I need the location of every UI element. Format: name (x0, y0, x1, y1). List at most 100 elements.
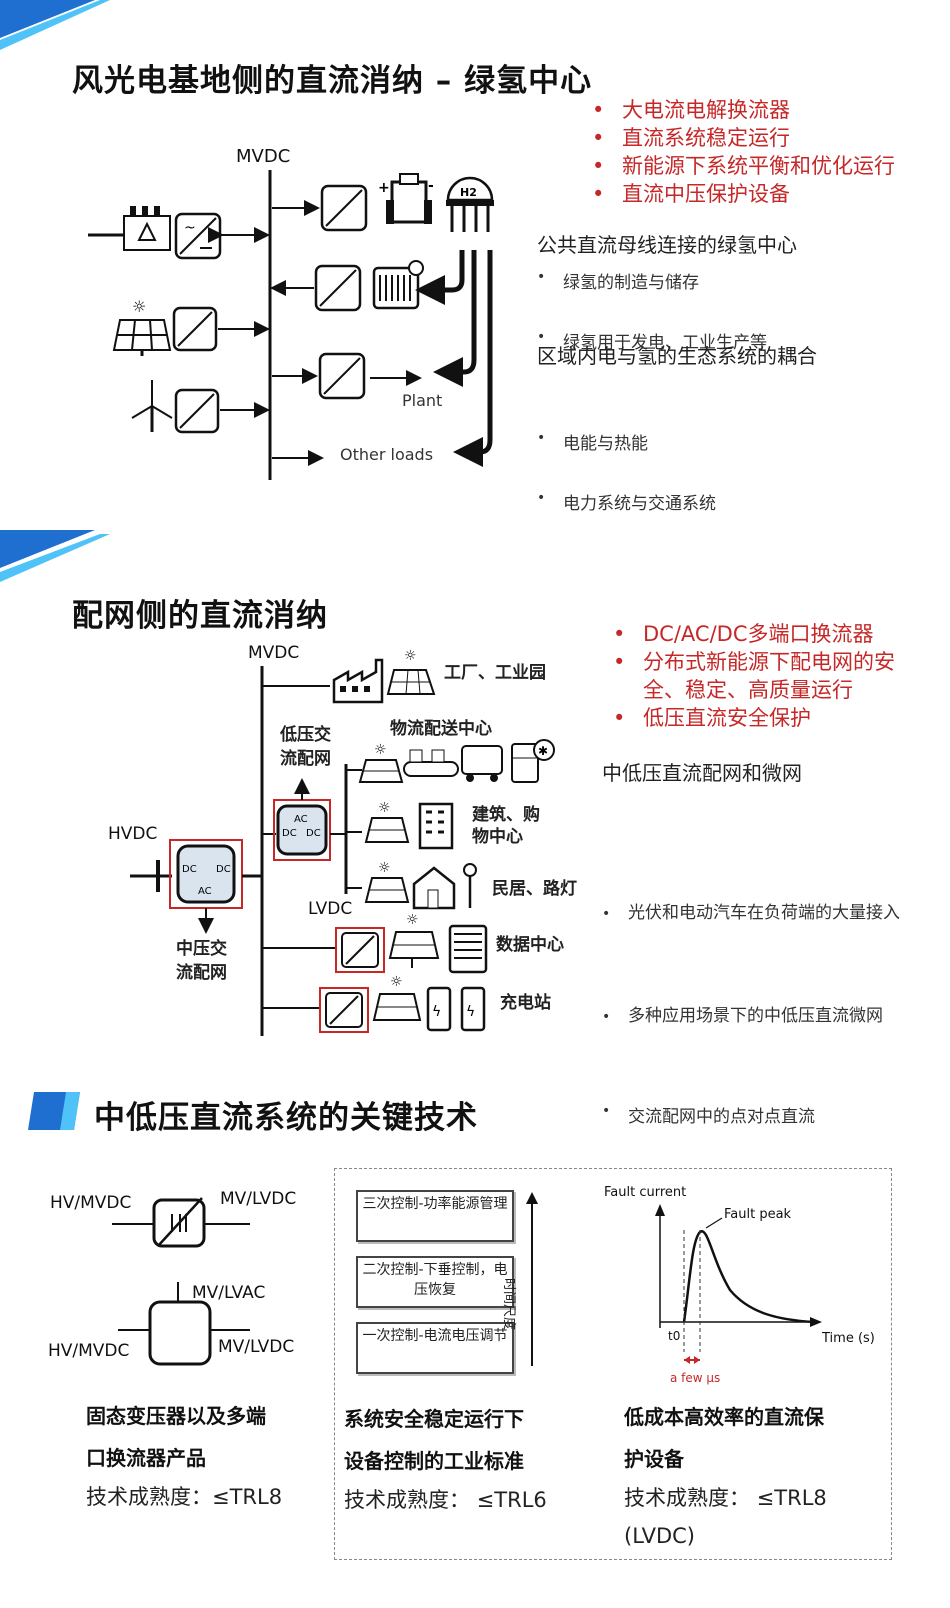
card1-text: 固态变压器以及多端 口换流器产品 技术成熟度：≤TRL8 (86, 1395, 336, 1511)
hydrogen-tank-icon: H2 (446, 176, 494, 232)
svg-text:~: ~ (184, 220, 196, 236)
svg-text:MV/LVDC: MV/LVDC (218, 1337, 294, 1357)
refrigerator-icon: ✱ (511, 739, 555, 783)
section2-sub: 交流配网中的点对点直流 (602, 1102, 950, 1127)
dc-dc-ac-converter-icon: DC DC AC (176, 844, 236, 904)
svg-text:☼: ☼ (378, 860, 391, 876)
building-label: 建筑、购 (472, 804, 540, 825)
mvdc-bus-label: MVDC (236, 146, 290, 167)
card1-maturity: 技术成熟度：≤TRL8 (86, 1485, 283, 1509)
house-icon (412, 866, 456, 910)
section1-sub: 绿氢用于发电、工业生产等 (537, 328, 950, 353)
server-rack-icon (448, 924, 488, 974)
red-item: 分布式新能源下配电网的安全、稳定、高质量运行 (613, 648, 913, 704)
converter-icon: ~ (174, 212, 222, 260)
factory-label: 工厂、工业园 (444, 663, 546, 683)
solar-panel-icon: ☼ (358, 742, 404, 783)
section2-red-list: DC/AC/DC多端口换流器 分布式新能源下配电网的安全、稳定、高质量运行 低压… (613, 620, 913, 732)
svg-text:+: + (378, 180, 390, 196)
solar-panel-icon: ☼ (364, 860, 410, 903)
svg-text:ϟ: ϟ (432, 1004, 441, 1020)
fuel-cell-icon (372, 260, 424, 310)
svg-text:Time (s): Time (s) (821, 1331, 875, 1346)
highlight-box (319, 987, 369, 1033)
svg-text:☼: ☼ (132, 297, 146, 316)
mvdc-label: MVDC (248, 643, 299, 663)
control-box-tertiary: 三次控制-功率能源管理 (356, 1190, 514, 1242)
transformer-converter-icon (152, 1197, 206, 1248)
svg-text:MV/LVDC: MV/LVDC (220, 1189, 296, 1209)
card2-text: 系统安全稳定运行下 设备控制的工业标准 技术成熟度： ≤TRL6 (344, 1398, 604, 1514)
converter-icon (320, 184, 368, 232)
lv-ac-net-label2: 流配网 (280, 748, 331, 769)
card1-title-line: 口换流器产品 (86, 1446, 206, 1470)
converter-icon (341, 932, 379, 968)
card2-title-line: 设备控制的工业标准 (344, 1449, 524, 1473)
solar-panel-icon: ☼ (388, 912, 440, 968)
section3-title-marker (28, 1092, 80, 1130)
svg-text:DC: DC (182, 864, 197, 875)
mv-ac-net-label2: 流配网 (176, 962, 227, 983)
charging-label: 充电站 (500, 992, 551, 1013)
converter-icon (314, 264, 362, 312)
svg-text:✱: ✱ (538, 744, 548, 758)
svg-text:☼: ☼ (378, 800, 391, 816)
section2-heading: 中低压直流配网和微网 (602, 761, 802, 785)
red-item: 低压直流安全保护 (613, 704, 913, 732)
residence-label: 民居、路灯 (492, 878, 577, 899)
section1-red-list: 大电流电解换流器 直流系统稳定运行 新能源下系统平衡和优化运行 直流中压保护设备 (592, 96, 895, 208)
ev-charger-icon: ϟ (426, 986, 452, 1032)
robot-cart-icon (461, 745, 503, 782)
svg-text:MV/LVAC: MV/LVAC (192, 1283, 265, 1303)
hvdc-label: HVDC (108, 824, 157, 844)
svg-text:DC: DC (282, 828, 297, 839)
multiport-converter-icon (148, 1300, 212, 1366)
other-loads-label: Other loads (340, 445, 433, 464)
key-tech-dashed-frame (334, 1168, 892, 1560)
red-item: DC/AC/DC多端口换流器 (613, 620, 913, 648)
electrolyzer-icon: +- (378, 173, 434, 224)
svg-text:Fault peak: Fault peak (724, 1207, 792, 1222)
ev-charger-icon: ϟ (460, 986, 486, 1032)
wind-turbine-icon (131, 380, 173, 432)
section1-title: 风光电基地侧的直流消纳 – 绿氢中心 (72, 63, 593, 99)
converter-icon (318, 352, 366, 400)
section2-title: 配网侧的直流消纳 (72, 598, 328, 634)
distribution-network-diagram: MVDC HVDC DC DC AC 中压交 流配网 AC DC DC 低压交 … (108, 643, 577, 1036)
section1-heading1: 公共直流母线连接的绿氢中心 (537, 233, 797, 257)
conveyor-icon (403, 749, 459, 777)
section3-title: 中低压直流系统的关键技术 (94, 1100, 478, 1136)
card3-maturity: 技术成熟度： ≤TRL8 (624, 1486, 827, 1510)
time-scale-label: 时间尺度 (501, 1278, 516, 1331)
card1-title-line: 固态变压器以及多端 (86, 1404, 266, 1428)
red-item: 直流系统稳定运行 (592, 124, 895, 152)
svg-text:HV/MVDC: HV/MVDC (48, 1341, 129, 1361)
mv-ac-net-label: 中压交 (176, 938, 227, 959)
solar-panel-icon: ☼ (372, 974, 422, 1021)
control-box-secondary: 二次控制-下垂控制，电压恢复 (356, 1256, 514, 1308)
plant-label: Plant (402, 391, 442, 410)
section2-sub: 光伏和电动汽车在负荷端的大量接入 (602, 896, 908, 931)
lvdc-label: LVDC (308, 899, 352, 919)
converter-icon (325, 992, 363, 1028)
card3-text: 低成本高效率的直流保 护设备 技术成熟度： ≤TRL8 (LVDC) (624, 1396, 874, 1548)
lv-ac-net-label: 低压交 (279, 724, 331, 745)
fault-current-plot: Fault current Fault peak t0 Time (s) a f… (604, 1185, 875, 1385)
sst-diagram: HV/MVDC MV/LVDC MV/LVAC HV/MVDC MV/LVDC (48, 1189, 296, 1366)
svg-text:DC: DC (306, 828, 321, 839)
solar-panel-icon: ☼ (112, 297, 172, 356)
red-item: 新能源下系统平衡和优化运行 (592, 152, 895, 180)
converter-icon (174, 388, 220, 434)
svg-text:Fault current: Fault current (604, 1185, 686, 1200)
card3-maturity-note: (LVDC) (624, 1524, 695, 1548)
svg-text:☼: ☼ (406, 912, 419, 928)
datacenter-label: 数据中心 (496, 934, 564, 955)
factory-icon (332, 658, 384, 704)
section1-sub: 电力系统与交通系统 (537, 489, 950, 514)
solar-panel-icon: ☼ (364, 800, 410, 843)
section1-heading2: 区域内电与氢的生态系统的耦合 (537, 344, 817, 368)
svg-text:☼: ☼ (404, 648, 417, 664)
streetlight-icon (463, 863, 477, 908)
building-label2: 物中心 (472, 826, 523, 847)
transformer-icon (123, 206, 171, 251)
